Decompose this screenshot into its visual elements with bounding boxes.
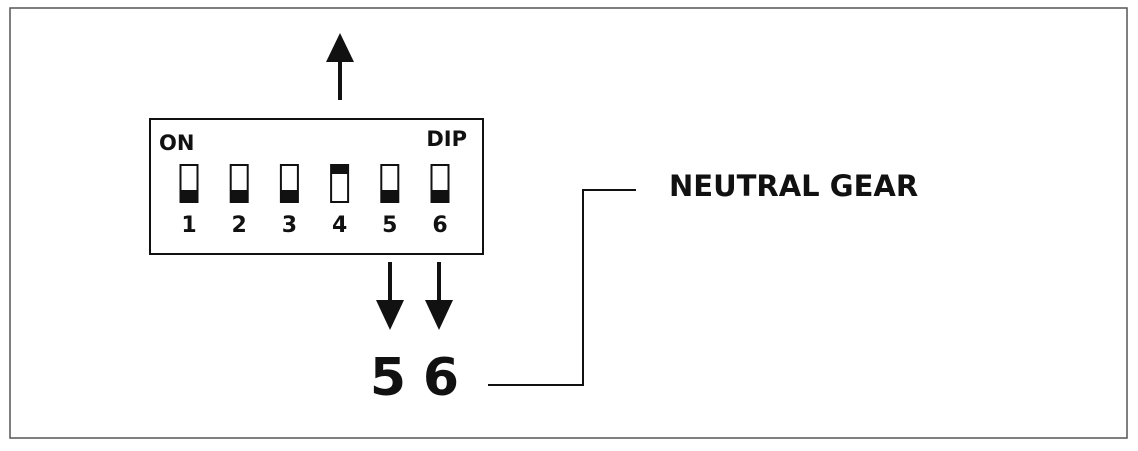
on-label: ON	[159, 131, 194, 155]
indicated-switch-number: 6	[423, 348, 459, 408]
switch-lever-off	[180, 190, 198, 202]
dip-switch-6: 6	[430, 164, 450, 238]
switch-number: 6	[432, 213, 447, 238]
leader-line	[488, 189, 636, 386]
dip-switch-2: 2	[229, 164, 249, 238]
switch-lever-off	[230, 190, 248, 202]
indicated-switch-number: 5	[370, 348, 406, 408]
dip-label: DIP	[426, 127, 467, 151]
switch-number: 2	[232, 213, 247, 238]
dip-switch-1: 1	[179, 164, 199, 238]
switch-lever-off	[431, 190, 449, 202]
arrow-up-icon	[326, 33, 354, 100]
switch-lever-off	[381, 190, 399, 202]
dip-switch-body	[149, 118, 484, 255]
arrow-down-icon	[376, 262, 404, 330]
switch-lever-on	[331, 165, 349, 174]
switch-number: 5	[382, 213, 397, 238]
switch-layer: 1 2 3 4 5 6	[179, 164, 450, 238]
dip-switch-block: ON DIP 1 2 3 4 5 6	[149, 118, 484, 255]
arrow-down-icon	[425, 262, 453, 330]
outer-frame	[9, 7, 1128, 439]
dip-switch-3: 3	[279, 164, 299, 238]
neutral-gear-label: NEUTRAL GEAR	[669, 169, 918, 203]
switch-number: 3	[282, 213, 297, 238]
switch-lever-off	[280, 190, 298, 202]
switch-number: 4	[332, 213, 347, 238]
dip-switch-4: 4	[330, 164, 350, 238]
switch-number: 1	[181, 213, 196, 238]
dip-switch-5: 5	[380, 164, 400, 238]
